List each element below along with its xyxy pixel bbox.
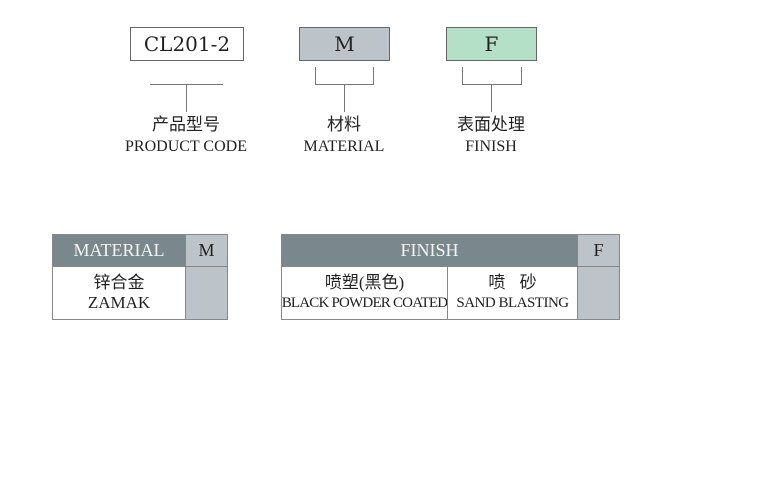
- header-text: FINISH: [400, 240, 459, 260]
- option-en: BLACK POWDER COATED: [281, 295, 448, 311]
- product-code-box: CL201-2: [130, 27, 244, 61]
- finish-code-header: F: [577, 234, 620, 267]
- header-text: M: [198, 240, 215, 260]
- material-code-value: M: [334, 32, 355, 56]
- material-label: 材料 MATERIAL: [284, 114, 404, 158]
- option-en: ZAMAK: [87, 293, 151, 312]
- material-table-header: MATERIAL: [52, 234, 186, 267]
- finish-bracket-left: [462, 67, 463, 85]
- material-bracket-left: [315, 67, 316, 85]
- material-option-zamak: 锌合金 ZAMAK: [52, 266, 186, 320]
- material-label-cn: 材料: [327, 115, 361, 135]
- option-cn: 喷 砂: [488, 273, 537, 292]
- product-code-label-cn: 产品型号: [152, 115, 220, 135]
- material-code-box: M: [299, 27, 390, 61]
- finish-label: 表面处理 FINISH: [431, 114, 551, 158]
- finish-code-value: F: [484, 32, 499, 56]
- product-code-value: CL201-2: [143, 32, 231, 56]
- finish-code-cell: [577, 266, 620, 320]
- option-cn: 锌合金: [93, 273, 145, 292]
- finish-table-header: FINISH: [281, 234, 578, 267]
- finish-bracket-stem: [491, 84, 492, 112]
- finish-bracket-bottom: [462, 84, 522, 85]
- material-bracket-right: [373, 67, 374, 85]
- material-code-cell: [185, 266, 228, 320]
- material-code-header: M: [185, 234, 228, 267]
- finish-bracket-right: [521, 67, 522, 85]
- finish-label-en: FINISH: [465, 138, 517, 155]
- material-label-en: MATERIAL: [303, 138, 385, 155]
- option-en: SAND BLASTING: [456, 295, 569, 311]
- finish-label-cn: 表面处理: [457, 115, 525, 135]
- header-text: MATERIAL: [73, 240, 165, 260]
- product-code-label-en: PRODUCT CODE: [125, 138, 247, 155]
- product-code-label: 产品型号 PRODUCT CODE: [106, 114, 266, 158]
- material-bracket-stem: [344, 84, 345, 112]
- finish-option-sand-blasting: 喷 砂 SAND BLASTING: [447, 266, 578, 320]
- option-cn: 喷塑(黑色): [324, 273, 405, 292]
- header-text: F: [593, 240, 604, 260]
- finish-code-box: F: [446, 27, 537, 61]
- product-code-connector-stem: [186, 84, 187, 112]
- finish-option-black-powder: 喷塑(黑色) BLACK POWDER COATED: [281, 266, 448, 320]
